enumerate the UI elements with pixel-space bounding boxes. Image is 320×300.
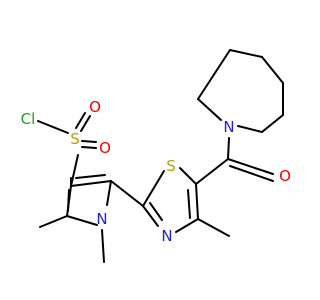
atom-s-thiazole: S <box>166 157 176 175</box>
bond <box>229 165 274 182</box>
atom-s-sulfonyl: S <box>70 130 80 148</box>
bond <box>197 49 231 100</box>
bond <box>106 180 112 206</box>
atom-o-sulfonyl-bottom: O <box>99 139 111 157</box>
bond <box>81 146 97 149</box>
bond <box>195 158 229 185</box>
bond <box>237 125 263 133</box>
bond <box>66 215 98 226</box>
bond <box>227 137 230 160</box>
bond <box>80 115 91 132</box>
bond <box>195 183 199 220</box>
bond <box>142 205 159 227</box>
bond <box>75 174 106 179</box>
bond <box>37 120 69 134</box>
molecule-structure: Cl S O O N S N N O <box>21 49 291 263</box>
bond <box>229 49 263 58</box>
bond <box>142 170 165 207</box>
atom-labels: Cl S O O N S N N O <box>21 98 291 245</box>
bond <box>187 189 191 219</box>
bonds <box>37 49 284 263</box>
bond <box>39 215 68 228</box>
bond <box>175 218 199 233</box>
bond <box>197 218 230 237</box>
bond <box>149 202 163 221</box>
bond <box>67 189 70 212</box>
atom-o-carbonyl: O <box>279 167 291 185</box>
atom-n-thiazole: N <box>161 227 172 245</box>
atom-cl: Cl <box>21 110 36 128</box>
bond <box>70 180 112 187</box>
bond <box>179 167 197 185</box>
bond <box>261 56 284 84</box>
bond <box>70 154 79 187</box>
atom-o-sulfonyl-top: O <box>89 98 101 116</box>
bond <box>101 229 105 263</box>
bond <box>75 112 86 129</box>
atom-n-azepane: N <box>223 118 234 136</box>
bond <box>81 140 97 143</box>
bond <box>110 180 144 207</box>
atom-n-pyrrole: N <box>96 210 107 228</box>
bond <box>227 158 274 175</box>
bond <box>197 98 222 121</box>
bond <box>261 114 284 133</box>
